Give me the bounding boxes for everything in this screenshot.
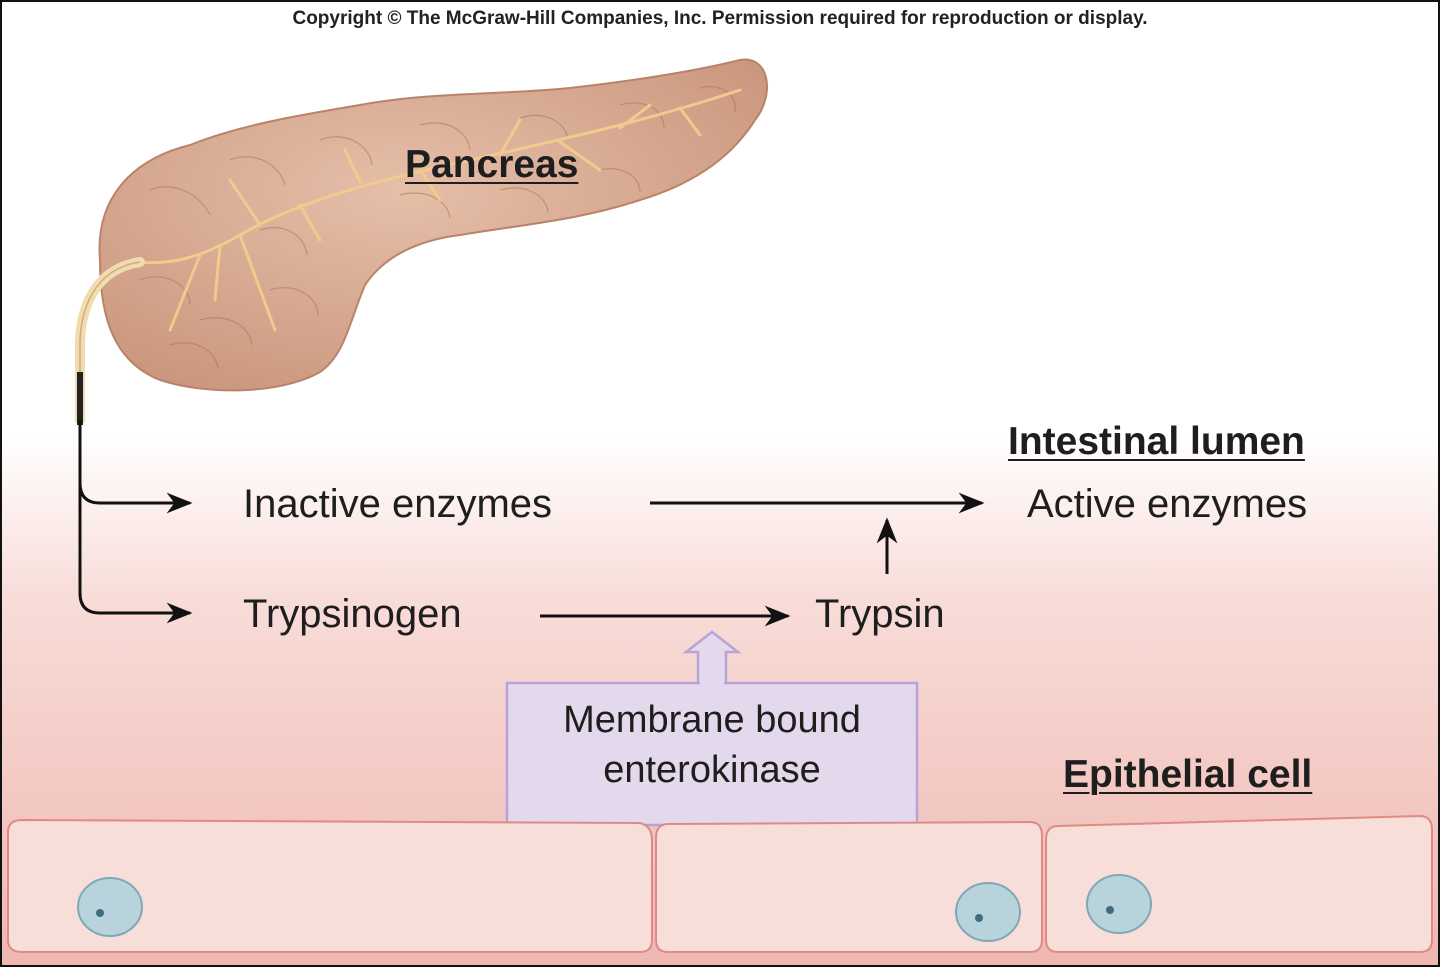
enterokinase-box (505, 630, 919, 827)
epithelial-cell-1 (7, 818, 653, 953)
epithelial-cell-2 (655, 820, 1043, 953)
epithelial-layer (7, 814, 1433, 953)
nucleus-2 (955, 882, 1021, 942)
intestinal-lumen-label: Intestinal lumen (1008, 420, 1305, 463)
pancreas-organ (98, 58, 768, 392)
epithelial-cell-label: Epithelial cell (1063, 753, 1313, 796)
secretion-branch-inactive (78, 482, 193, 514)
inactive-enzymes-label: Inactive enzymes (243, 482, 553, 526)
copyright-notice: Copyright © The McGraw-Hill Companies, I… (292, 8, 1148, 29)
pancreas-label: Pancreas (405, 143, 579, 186)
enterokinase-label: Membrane bound enterokinase (507, 695, 917, 795)
trypsin-label: Trypsin (815, 592, 945, 636)
active-enzymes-label: Active enzymes (1027, 482, 1308, 526)
enterokinase-label-line2: enterokinase (603, 749, 821, 791)
secretion-line (78, 420, 193, 624)
trypsinogen-label: Trypsinogen (243, 592, 462, 636)
enterokinase-label-line1: Membrane bound (563, 699, 861, 741)
nucleus-3 (1086, 874, 1152, 934)
nucleus-1 (77, 877, 143, 937)
